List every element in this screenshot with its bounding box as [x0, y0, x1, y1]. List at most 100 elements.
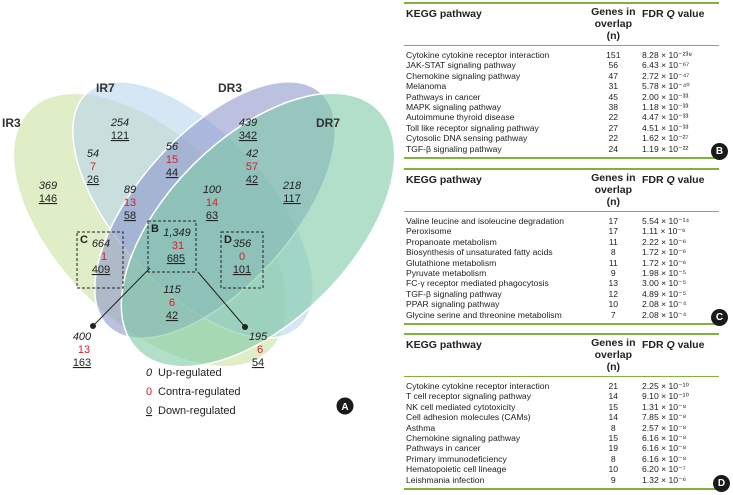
pathway-cell: NK cell mediated cytotoxicity	[406, 401, 516, 412]
fdr-value-cell: 6.43 × 10⁻⁶⁷	[642, 60, 690, 71]
fdr-value-cell: 4.51 × 10⁻³³	[642, 122, 689, 133]
dr3-only-up: 439	[239, 117, 257, 129]
legend-contra-text: Contra-regulated	[158, 386, 241, 398]
header-genes-line2: overlap (n)	[594, 184, 632, 208]
fdr-value-cell: 5.54 × 10⁻¹⁴	[642, 216, 690, 226]
pathway-cell: Hematopoietic cell lineage	[406, 464, 507, 475]
table-header: KEGG pathway Genes in overlap (n) FDR Q …	[404, 4, 719, 46]
genes-count-cell: 14	[608, 391, 619, 402]
pointer-left-line	[92, 267, 151, 327]
kegg-table-c: KEGG pathway Genes in overlap (n) FDR Q …	[404, 168, 719, 326]
header-fdr-prefix: FDR	[642, 339, 667, 351]
ir3-only-up: 369	[39, 180, 57, 192]
fdr-value-cell: 2.00 × 10⁻³³	[642, 91, 689, 102]
pathway-cell: Glutathione metabolism	[406, 257, 497, 268]
panel-badge-a: A	[336, 397, 354, 415]
genes-count-cell: 8	[610, 453, 616, 464]
set-dr7-ellipse	[120, 92, 396, 368]
fdr-value-cell: 9.10 × 10⁻¹⁰	[642, 391, 689, 402]
header-genes-line2: overlap (n)	[594, 349, 632, 373]
fdr-value-cell: 2.22 × 10⁻⁶	[642, 236, 687, 247]
legend-contra-symbol: 0	[146, 386, 152, 398]
pathway-cell: TGF-β signaling pathway	[406, 288, 502, 299]
fdr-value-cell: 1.72 × 10⁻⁶	[642, 257, 687, 268]
genes-count-cell: 9	[610, 474, 616, 485]
genes-count-cell: 10	[608, 299, 619, 310]
legend-up-symbol: 0	[146, 367, 153, 379]
header-fdr: FDR Q value	[638, 6, 719, 42]
header-genes-line1: Genes in	[591, 6, 636, 18]
b-region-down: 685	[167, 253, 185, 265]
header-fdr-suffix: value	[674, 174, 705, 186]
box-label-d: D	[224, 234, 232, 246]
table-row: Valine leucine and isoleucine degradatio…	[404, 216, 719, 226]
genes-count-cell: 22	[608, 133, 619, 144]
d-region-down: 101	[233, 264, 251, 276]
dr3-only-down: 342	[239, 130, 257, 142]
fdr-value-cell: 6.16 × 10⁻⁸	[642, 443, 687, 454]
header-fdr-q: Q	[666, 174, 675, 186]
kegg-table-d: KEGG pathway Genes in overlap (n) FDR Q …	[404, 333, 719, 491]
genes-count-cell: 21	[608, 381, 619, 391]
bottom-right-contra: 6	[257, 344, 263, 356]
table-header: KEGG pathway Genes in overlap (n) FDR Q …	[404, 170, 719, 212]
pathway-cell: Chemokine signaling pathway	[406, 70, 521, 81]
venn-diagram: IR3 IR7 DR3 DR7 B C D 369 146 254 121 43…	[2, 81, 396, 417]
b-region-contra: 31	[172, 240, 184, 252]
pathway-cell: Pathways in cancer	[406, 91, 481, 102]
panel-badge-b: B	[711, 143, 728, 160]
set-label-ir3: IR3	[2, 116, 21, 130]
genes-count-cell: 10	[608, 464, 619, 475]
set-label-dr3: DR3	[218, 81, 242, 95]
dr3-dr7-down: 42	[246, 174, 258, 186]
dr3-dr7-contra: 57	[246, 161, 258, 173]
header-genes-line1: Genes in	[591, 172, 636, 184]
d-region-contra: 0	[239, 251, 245, 263]
genes-count-cell: 38	[608, 102, 619, 113]
bottom-left-up: 400	[73, 331, 92, 343]
d-region-up: 356	[233, 238, 252, 250]
c-region-contra: 1	[101, 251, 107, 263]
ir7-dr3-contra: 15	[166, 154, 178, 166]
pathway-cell: Leishmania infection	[406, 474, 485, 485]
ir3-dr3-contra: 14	[206, 197, 218, 209]
ir7-dr7-down: 58	[124, 210, 136, 222]
genes-count-cell: 17	[608, 216, 619, 226]
header-fdr-suffix: value	[674, 339, 705, 351]
header-genes: Genes in overlap (n)	[589, 337, 638, 373]
genes-count-cell: 17	[608, 226, 619, 237]
header-fdr: FDR Q value	[638, 172, 719, 208]
box-label-c: C	[80, 234, 88, 246]
header-fdr-q: Q	[666, 339, 675, 351]
fdr-value-cell: 2.72 × 10⁻⁴⁷	[642, 70, 690, 81]
pathway-cell: Peroxisome	[406, 226, 452, 237]
pathway-cell: Toll like receptor signaling pathway	[406, 122, 539, 133]
pathway-cell: TGF-β signaling pathway	[406, 143, 502, 154]
fdr-value-cell: 1.72 × 10⁻⁶	[642, 247, 687, 258]
dr7-only-down: 117	[283, 193, 301, 205]
pathway-cell: Biosynthesis of unsaturated fatty acids	[406, 247, 553, 258]
b-region-up: 1,349	[163, 227, 191, 239]
table-header: KEGG pathway Genes in overlap (n) FDR Q …	[404, 335, 719, 377]
legend-down-symbol: 0	[146, 405, 152, 417]
genes-count-cell: 14	[608, 412, 619, 423]
genes-count-cell: 56	[608, 60, 619, 71]
pathway-cell: PPAR signaling pathway	[406, 299, 500, 310]
pathway-cell: Valine leucine and isoleucine degradatio…	[406, 216, 564, 226]
genes-count-cell: 11	[608, 236, 618, 247]
fdr-value-cell: 2.25 × 10⁻¹⁰	[642, 381, 689, 391]
bottom-right-down: 54	[252, 357, 264, 369]
